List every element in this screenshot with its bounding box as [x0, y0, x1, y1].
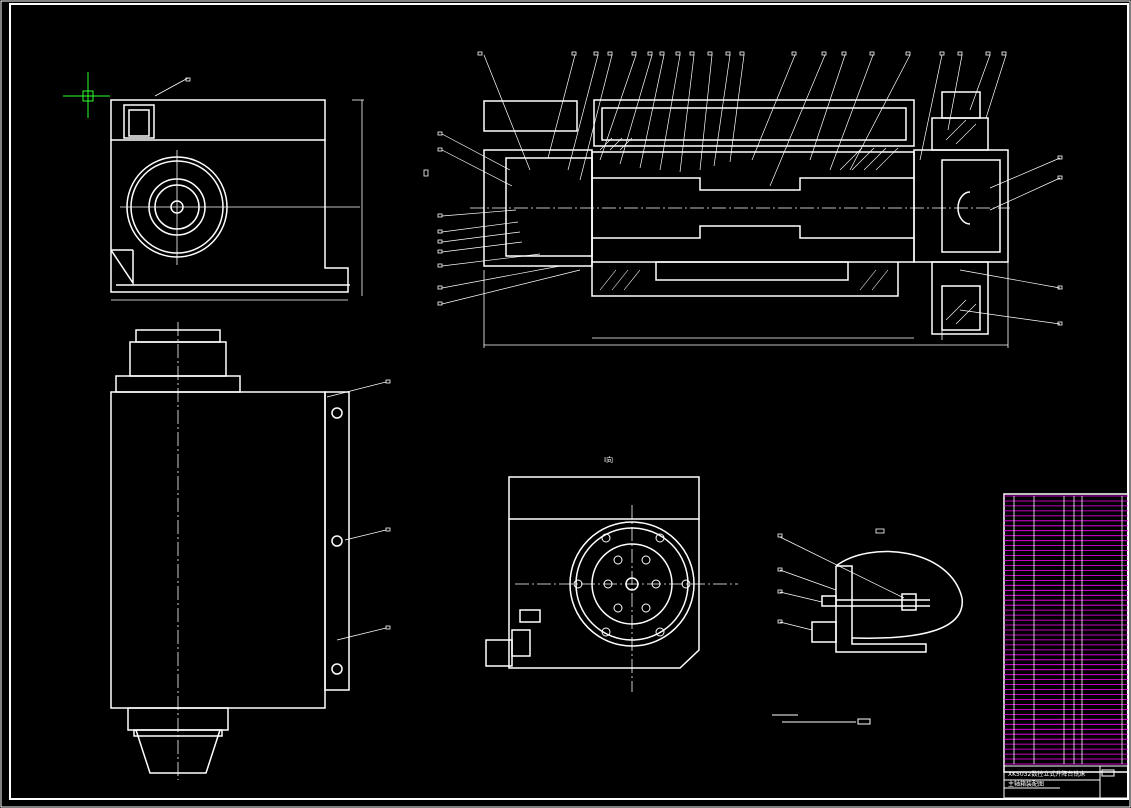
title-block-drawing-subtitle: 主轴箱装配图	[1008, 780, 1044, 788]
direction-view-bolts	[573, 533, 691, 637]
end-view	[110, 77, 364, 301]
scale-note	[772, 714, 871, 725]
bom-table	[1003, 493, 1129, 773]
section-hatching	[599, 119, 977, 325]
detail-view	[779, 536, 963, 653]
section-view-label: I向	[604, 455, 613, 464]
main-view-leader-lines	[441, 54, 1061, 325]
balloon-markers	[185, 51, 1063, 630]
main-section-view	[470, 91, 1010, 348]
drawing-border-inner	[9, 3, 1129, 800]
cad-crosshair-cursor[interactable]	[63, 72, 110, 118]
title-block-drawing-title: XK5032数控立式升降台铣床	[1008, 770, 1085, 778]
direction-view	[485, 476, 738, 692]
side-view	[110, 322, 387, 780]
title-block	[1003, 765, 1129, 799]
